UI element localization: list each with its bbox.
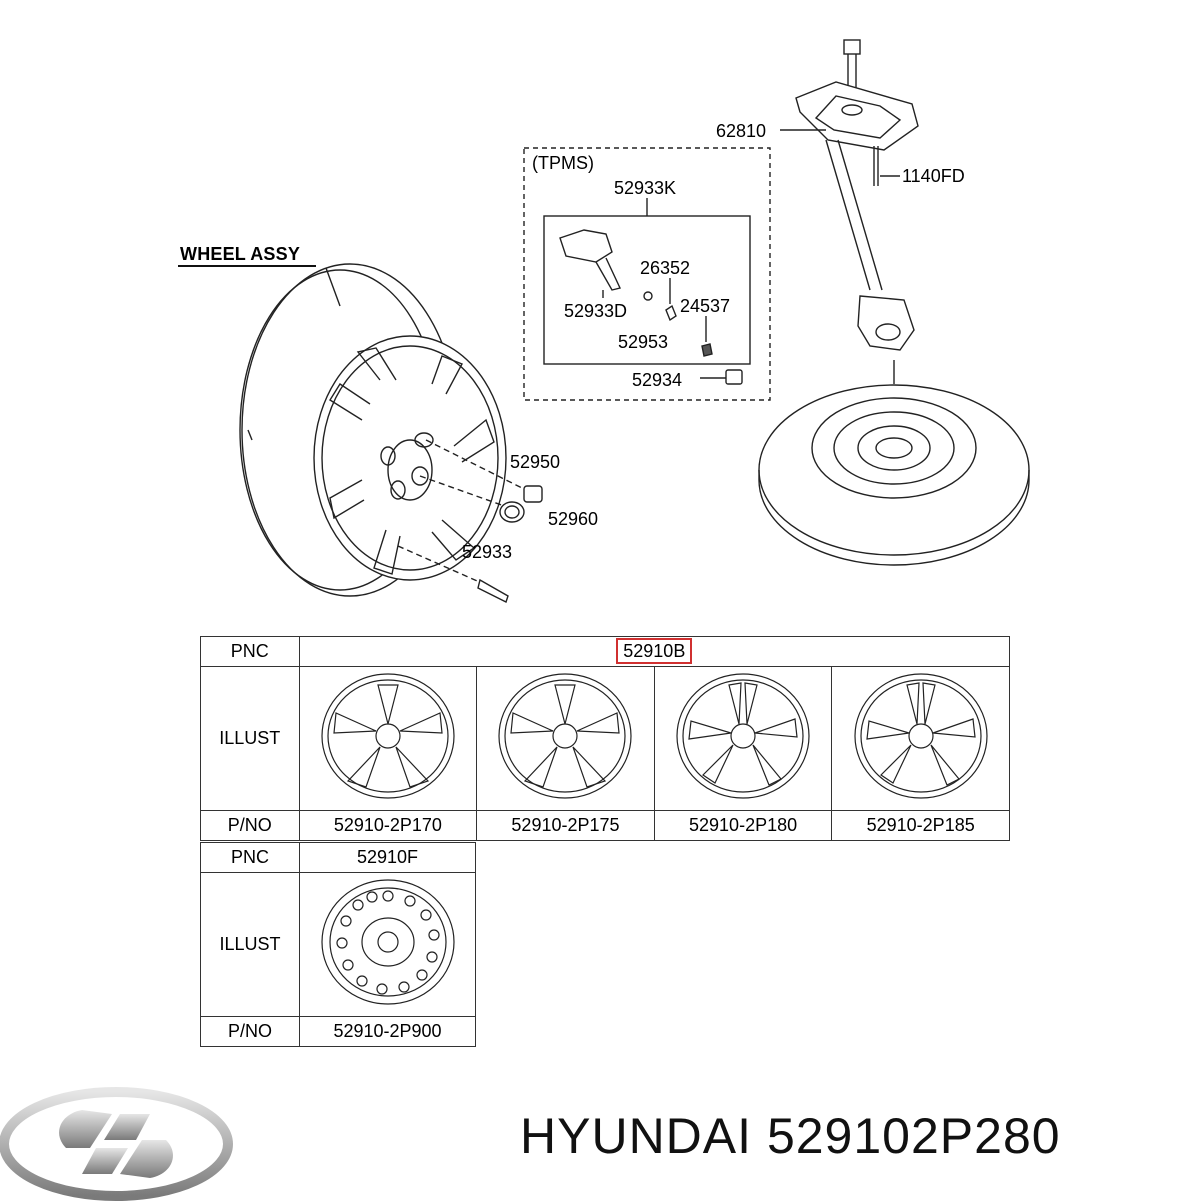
tpms-group-label: (TPMS) bbox=[532, 153, 594, 173]
pnc-value-cell: 52910B bbox=[298, 636, 1011, 667]
hyundai-logo-icon bbox=[0, 1087, 233, 1201]
part-number-cell: 52910-2P175 bbox=[476, 810, 655, 841]
alloy-wheel-icon bbox=[854, 673, 988, 799]
callout-1140fd: 1140FD bbox=[902, 166, 965, 186]
wheel-illustration-cell bbox=[298, 666, 478, 811]
callout-26352: 26352 bbox=[640, 258, 691, 278]
illust-header: ILLUST bbox=[200, 666, 300, 811]
footer-part-number: 529102P280 bbox=[766, 1108, 1061, 1164]
title-underline bbox=[178, 265, 316, 267]
callout-52934: 52934 bbox=[632, 370, 683, 390]
tpms-group-box bbox=[523, 147, 771, 401]
callout-52933d: 52933D bbox=[564, 301, 628, 321]
wheel-illustration-cell bbox=[831, 666, 1010, 811]
alloy-wheel-icon bbox=[498, 673, 633, 799]
wheel-illustration-cell bbox=[476, 666, 655, 811]
steel-wheel-icon bbox=[320, 879, 455, 1005]
callout-52950: 52950 bbox=[510, 452, 561, 472]
callout-52933: 52933 bbox=[462, 542, 513, 562]
wheel-assy-title: WHEEL ASSY bbox=[180, 244, 301, 264]
pnc-value-cell: 52910F bbox=[299, 842, 476, 873]
callout-52960: 52960 bbox=[548, 509, 599, 529]
spare-tire-hoist-drawing bbox=[795, 39, 919, 384]
callout-52953: 52953 bbox=[618, 332, 669, 352]
wheel-illustration-cell bbox=[299, 872, 476, 1017]
illust-header: ILLUST bbox=[200, 872, 300, 1017]
tpms-sensor-drawing bbox=[559, 229, 743, 385]
part-number-cell: 52910-2P180 bbox=[653, 810, 833, 841]
part-number-cell: 52910-2P185 bbox=[831, 810, 1010, 841]
exploded-diagram bbox=[239, 39, 1030, 603]
parts-table-52910b: PNC 52910B ILLUST bbox=[200, 636, 1011, 841]
pnc-header: PNC bbox=[200, 636, 300, 667]
callout-52933k: 52933K bbox=[614, 178, 677, 198]
brand-name: HYUNDAI bbox=[520, 1108, 753, 1164]
spare-tire-drawing bbox=[758, 384, 1030, 566]
alloy-wheel-icon bbox=[676, 673, 810, 799]
parts-table-52910f: PNC 52910F ILLUST P/NO 52910-2P900 bbox=[200, 842, 476, 1047]
pno-header: P/NO bbox=[200, 1016, 300, 1047]
footer-title: HYUNDAI 529102P280 bbox=[520, 1106, 1061, 1166]
wheel-assy-drawing bbox=[239, 263, 507, 597]
part-number-cell: 52910-2P900 bbox=[299, 1016, 476, 1047]
wheel-illustration-cell bbox=[653, 666, 833, 811]
pnc-value-highlighted: 52910B bbox=[616, 638, 693, 664]
alloy-wheel-icon bbox=[321, 673, 455, 799]
pnc-header: PNC bbox=[200, 842, 300, 873]
pno-header: P/NO bbox=[200, 810, 300, 841]
part-number-cell: 52910-2P170 bbox=[298, 810, 478, 841]
callout-62810: 62810 bbox=[716, 121, 767, 141]
callout-24537: 24537 bbox=[680, 296, 731, 316]
